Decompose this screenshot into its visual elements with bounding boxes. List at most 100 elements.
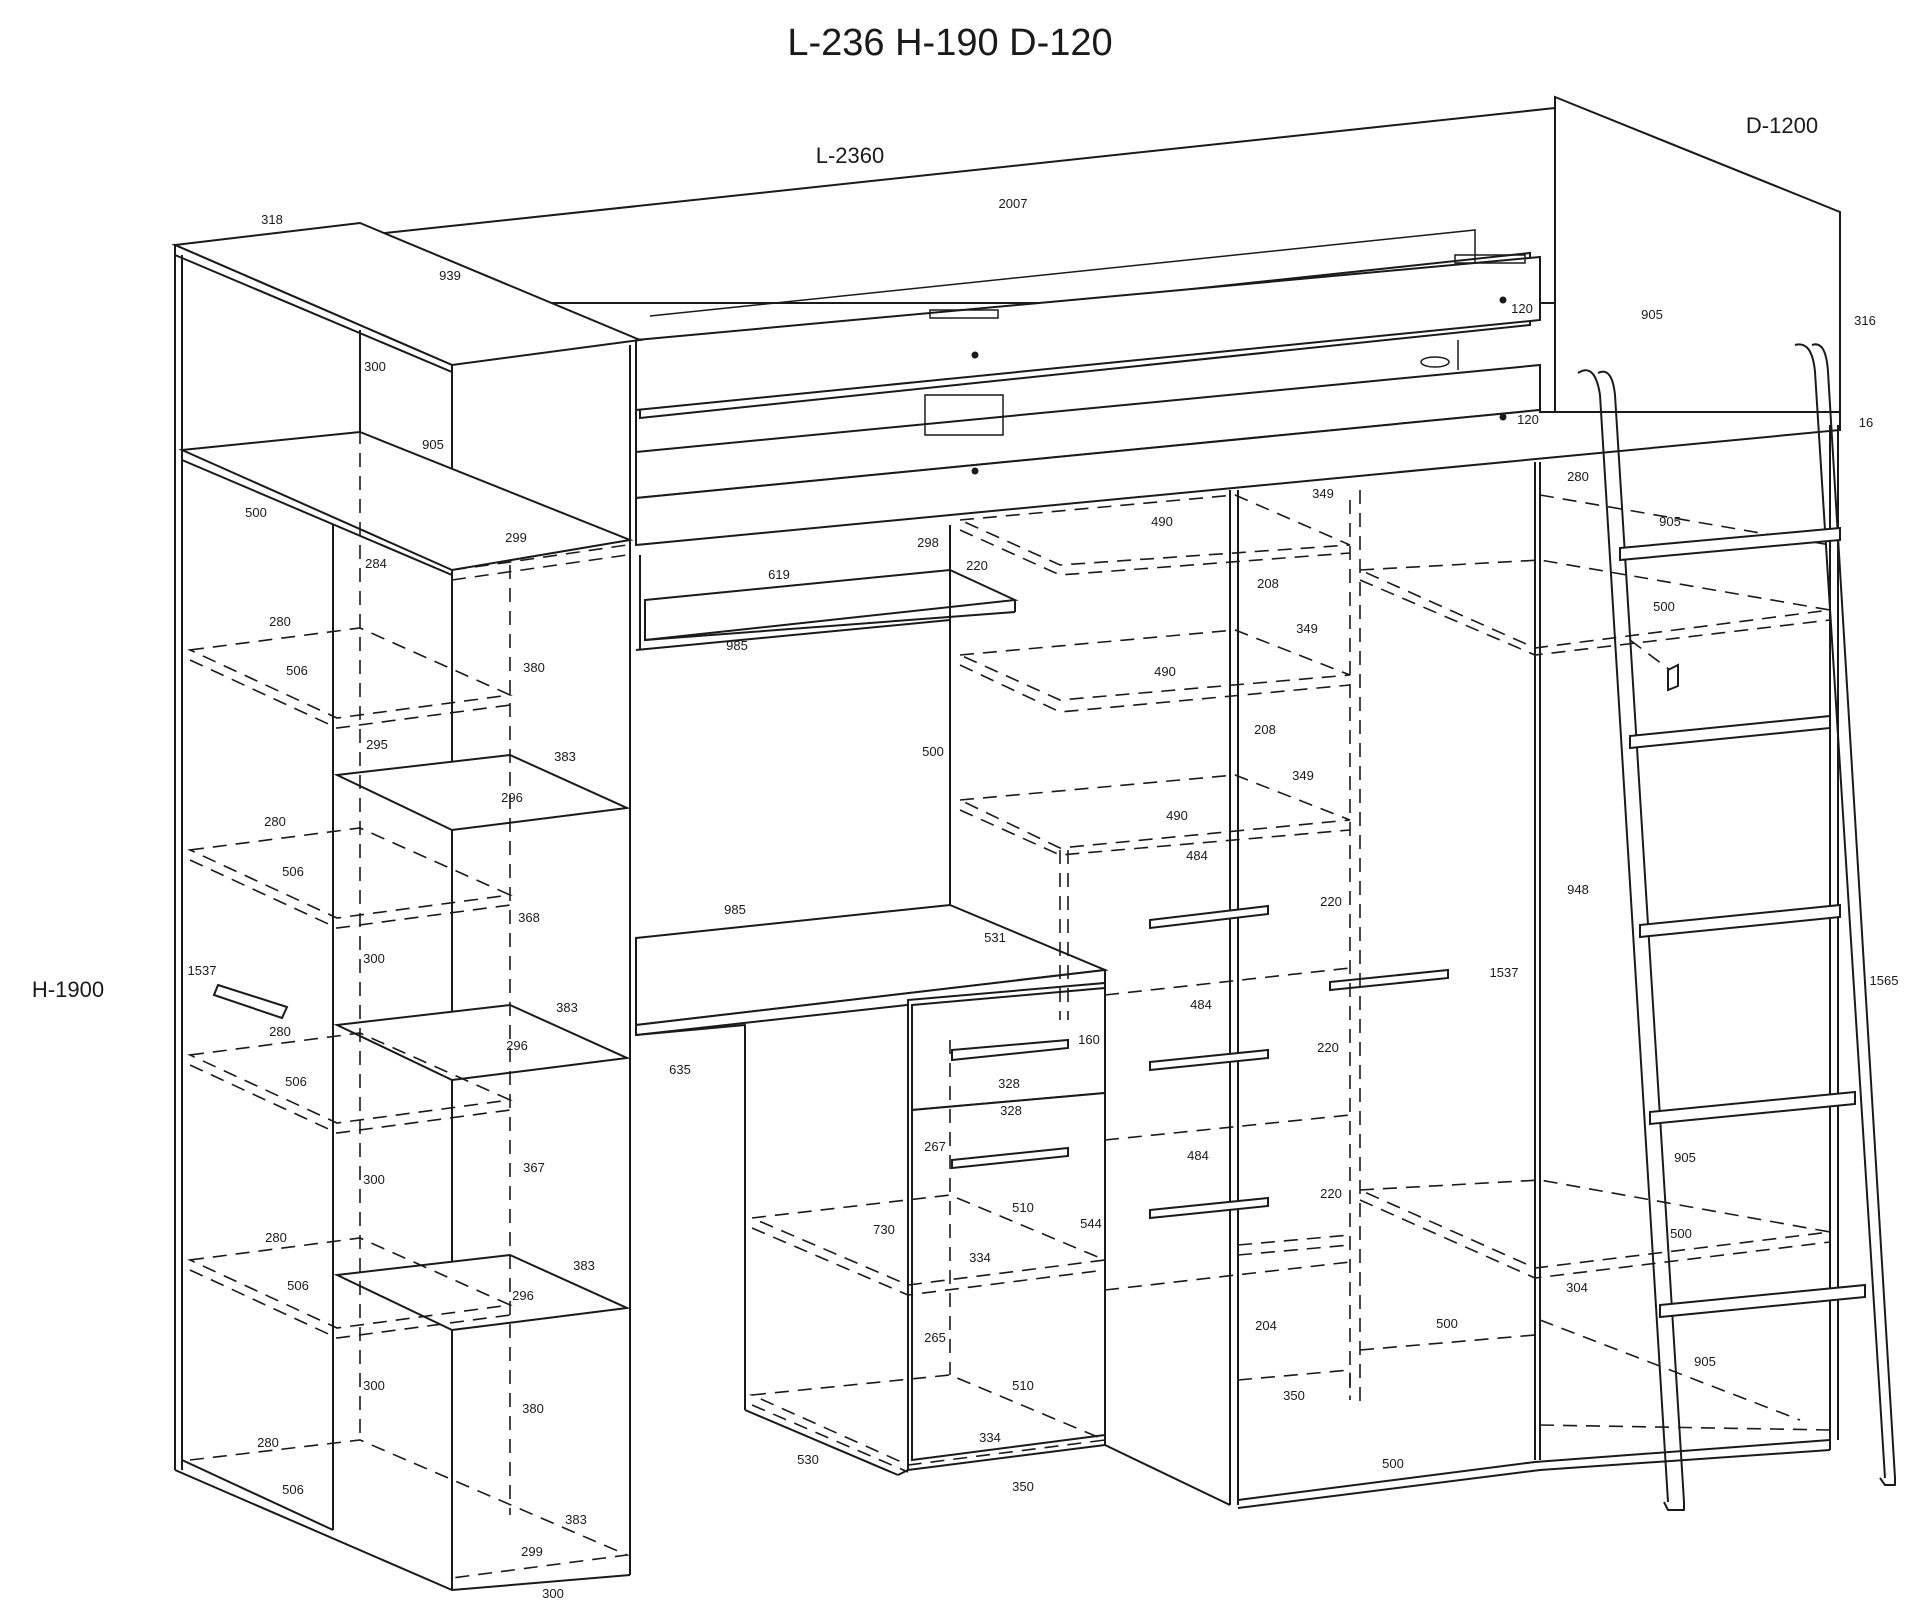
dim-label: 328 <box>1000 1103 1022 1118</box>
dim-label: 204 <box>1255 1318 1277 1333</box>
dim-label: 730 <box>873 1222 895 1237</box>
ladder-rung <box>1659 1283 1866 1319</box>
dim-label: 367 <box>523 1160 545 1175</box>
dim-label: 500 <box>1436 1316 1458 1331</box>
wardrobe <box>1104 425 1839 1509</box>
dim-label: 905 <box>422 437 444 452</box>
bolt-dot <box>1499 413 1507 421</box>
cabinet-handle <box>951 1146 1069 1170</box>
dim-label: 298 <box>917 535 939 550</box>
dim-label: 905 <box>1659 514 1681 529</box>
drawer-handle <box>1149 1196 1269 1220</box>
dim-label: 220 <box>966 558 988 573</box>
desk-cabinet-door <box>911 1091 1106 1462</box>
dim-label: 531 <box>984 930 1006 945</box>
dim-label: 506 <box>286 663 308 678</box>
dim-label: 368 <box>518 910 540 925</box>
dim-label: 265 <box>924 1330 946 1345</box>
dim-label: 939 <box>439 268 461 283</box>
dim-label: 267 <box>924 1139 946 1154</box>
ladder-right-rail <box>1794 343 1886 1479</box>
dim-label: 16 <box>1859 415 1873 430</box>
wardrobe-dashed-shelves <box>956 490 1831 1431</box>
dim-label: 619 <box>768 567 790 582</box>
dim-label: 120 <box>1511 301 1533 316</box>
dim-label: 484 <box>1186 848 1208 863</box>
dim-label: 490 <box>1166 808 1188 823</box>
dim-label: 985 <box>726 638 748 653</box>
ladder-rung <box>1639 903 1841 939</box>
dim-label: 280 <box>1567 469 1589 484</box>
dim-label: 280 <box>265 1230 287 1245</box>
dim-label: 383 <box>554 749 576 764</box>
bed-frame <box>384 95 1841 547</box>
desk-dashed-shelves <box>748 1040 1109 1473</box>
overall-depth-label: D-1200 <box>1746 113 1818 138</box>
desk-upper-shelf <box>644 568 1019 642</box>
dim-label: 380 <box>522 1401 544 1416</box>
dim-label: 484 <box>1190 997 1212 1012</box>
solid-shelf <box>333 1003 631 1082</box>
dim-label: 383 <box>573 1258 595 1273</box>
dim-label: 506 <box>285 1074 307 1089</box>
dim-label: 296 <box>506 1038 528 1053</box>
dim-label: 948 <box>1567 882 1589 897</box>
dim-label: 284 <box>365 556 387 571</box>
overall-length-label: L-2360 <box>816 143 885 168</box>
dim-label: 500 <box>922 744 944 759</box>
dim-label: 300 <box>363 1378 385 1393</box>
dim-label: 299 <box>521 1544 543 1559</box>
dim-label: 506 <box>282 864 304 879</box>
dim-label: 296 <box>501 790 523 805</box>
dim-label: 350 <box>1012 1479 1034 1494</box>
drawer-handle <box>951 1038 1069 1062</box>
dim-label: 220 <box>1320 894 1342 909</box>
dim-label: 334 <box>969 1250 991 1265</box>
dim-label: 383 <box>556 1000 578 1015</box>
dim-label: 349 <box>1292 768 1314 783</box>
dim-label: 304 <box>1566 1280 1588 1295</box>
wardrobe-handle <box>1329 968 1449 992</box>
dim-label: 300 <box>542 1586 564 1601</box>
dim-label: 328 <box>998 1076 1020 1091</box>
dim-label: 383 <box>565 1512 587 1527</box>
dim-label: 544 <box>1080 1216 1102 1231</box>
dim-label: 295 <box>366 737 388 752</box>
overall-height-label: H-1900 <box>32 977 104 1002</box>
dim-label: 300 <box>363 1172 385 1187</box>
dim-label: 300 <box>363 951 385 966</box>
left-unit-mid-board <box>178 430 634 572</box>
left-shelf-unit <box>171 221 644 1591</box>
dim-label: 300 <box>364 359 386 374</box>
dim-label: 220 <box>1317 1040 1339 1055</box>
dim-label: 1537 <box>1490 965 1519 980</box>
dim-label: 530 <box>797 1452 819 1467</box>
dim-label: 299 <box>505 530 527 545</box>
dim-label: 500 <box>1653 599 1675 614</box>
dim-label: 905 <box>1674 1150 1696 1165</box>
dim-label: 905 <box>1694 1354 1716 1369</box>
dim-label: 350 <box>1283 1388 1305 1403</box>
dim-label: 510 <box>1012 1200 1034 1215</box>
bolt-dot <box>971 467 979 475</box>
left-unit-dashed-shelves <box>187 430 630 1579</box>
dim-label: 349 <box>1296 621 1318 636</box>
bolt-dot <box>1499 296 1507 304</box>
ladder-rung <box>1629 714 1831 750</box>
dim-label: 120 <box>1517 412 1539 427</box>
dim-label: 280 <box>269 1024 291 1039</box>
dim-label: 484 <box>1187 1148 1209 1163</box>
dim-label: 208 <box>1254 722 1276 737</box>
left-door-handle <box>212 983 289 1020</box>
dim-label: 490 <box>1151 514 1173 529</box>
dim-label: 316 <box>1854 313 1876 328</box>
dim-label: 985 <box>724 902 746 917</box>
ladder-left-rail <box>1577 369 1669 1503</box>
dim-label: 318 <box>261 212 283 227</box>
dimension-labels: 318 939 2007 905 316 16 120 120 300 905 … <box>188 196 1899 1601</box>
dim-label: 500 <box>1382 1456 1404 1471</box>
dim-label: 220 <box>1320 1186 1342 1201</box>
dim-label: 280 <box>257 1435 279 1450</box>
drawing-title: L-236 H-190 D-120 <box>787 22 1112 64</box>
bed-headboard-right <box>1554 95 1841 431</box>
